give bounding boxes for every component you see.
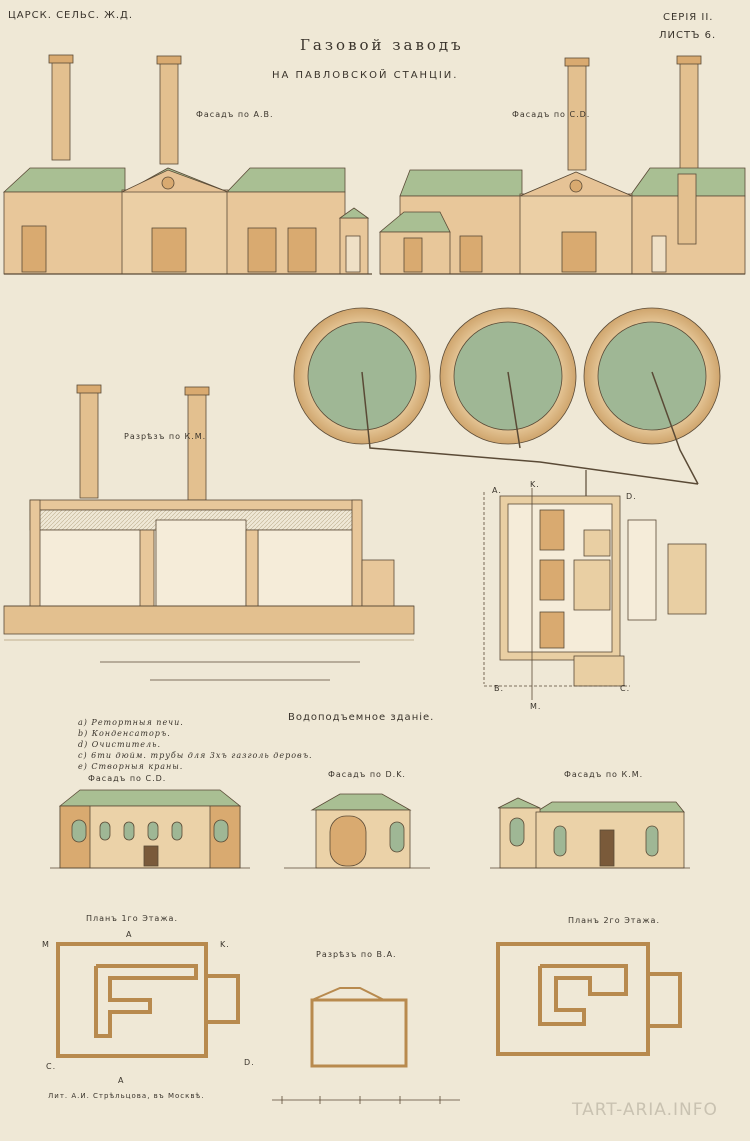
legend-item: c) 6ти дюйм. трубы для 3хъ газголь деров… (78, 751, 313, 760)
label-section-km: Разрѣзъ по К.М. (124, 432, 207, 441)
legend-item: b) Конденсаторъ. (78, 729, 171, 738)
label-water-building: Водоподъемное зданіе. (288, 712, 435, 723)
label-plan-2: Планъ 2го Этажа. (568, 916, 660, 925)
plan-letter: C. (46, 1062, 57, 1071)
plan-letter: A (118, 1076, 125, 1085)
label-section-ba: Разрѣзъ по В.А. (316, 950, 397, 959)
legend-item: d) Очиститель. (78, 740, 162, 749)
label-facade-ab: Фасадъ по А.В. (196, 110, 274, 119)
facade-cd-top-drawing (378, 55, 746, 275)
gasholders (293, 307, 721, 500)
section-km-drawing (3, 384, 415, 681)
page-title: Газовой заводъ (300, 36, 464, 54)
facade-ab-drawing (2, 54, 372, 275)
plan-letter: M. (530, 702, 542, 711)
floor-plans (56, 942, 682, 1068)
label-plan-1: Планъ 1го Этажа. (86, 914, 178, 923)
plan-letter: K. (530, 480, 540, 489)
label-facade-cd-top: Фасадъ по С.D. (512, 110, 591, 119)
page-subtitle: НА ПАВЛОВСКОЙ СТАНЦІИ. (272, 70, 459, 81)
label-facade-km: Фасадъ по К.М. (564, 770, 644, 779)
legend-item: a) Ретортныя печи. (78, 718, 184, 727)
water-building-facades (50, 789, 690, 869)
plan-letter: C. (620, 684, 631, 693)
plan-letter: A (126, 930, 133, 939)
plan-letter: K. (220, 940, 230, 949)
series-label: СЕРІЯ II. (663, 12, 714, 23)
plan-letter: B. (494, 684, 505, 693)
label-facade-cd: Фасадъ по С.D. (88, 774, 167, 783)
publisher-credit: Лит. А.И. Стрѣльцова, въ Москвѣ. (48, 1092, 205, 1100)
plan-letter: M (42, 940, 50, 949)
label-facade-dk: Фасадъ по D.K. (328, 770, 406, 779)
plant-plan-drawing (483, 488, 707, 700)
plan-letter: D. (626, 492, 637, 501)
plan-letter: D. (244, 1058, 255, 1067)
watermark: TART-ARIA.INFO (572, 1100, 718, 1120)
legend-item: e) Створныя краны. (78, 762, 184, 771)
railway-header: ЦАРСК. СЕЛЬС. Ж.Д. (8, 10, 134, 21)
scale-bars (272, 1096, 460, 1104)
plan-letter: A. (492, 486, 502, 495)
sheet-number: ЛИСТЪ 6. (659, 30, 717, 41)
